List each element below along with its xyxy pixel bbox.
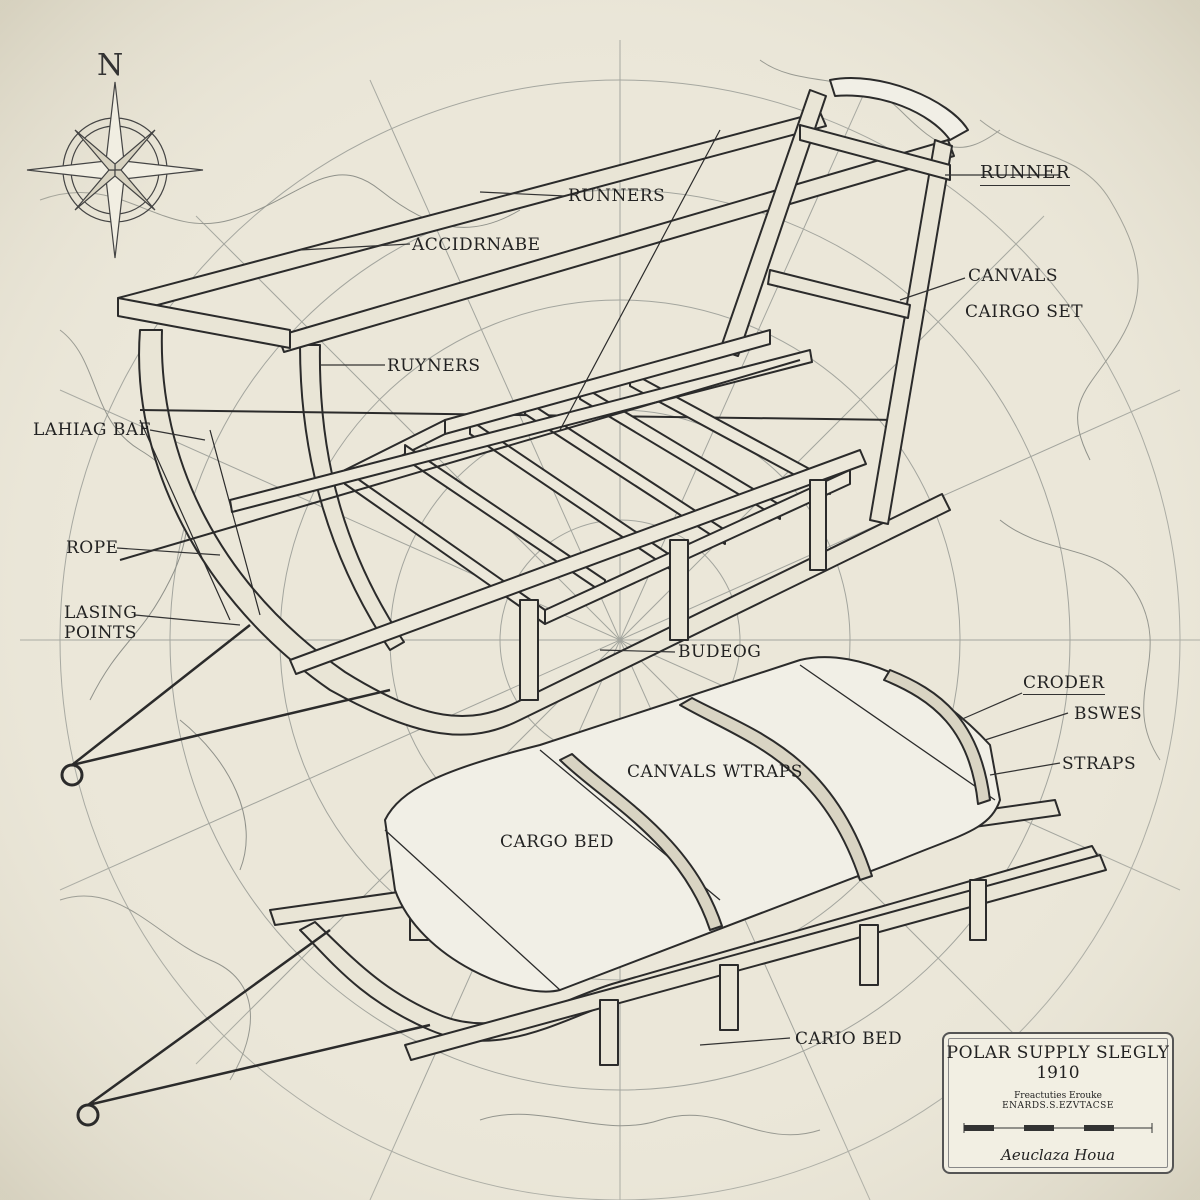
title-cartouche: POLAR SUPPLY SLEGLY 1910 Freactuties Ero… <box>942 1032 1174 1174</box>
label-runners-top: RUNNERS <box>568 186 666 206</box>
cartouche-signature: Aeuclaza Houa <box>1001 1146 1115 1164</box>
label-lashing-bar: LAHIAG BAF <box>33 420 151 440</box>
lower-sledge <box>76 656 1107 1127</box>
label-budeog: BUDEOG <box>678 642 762 662</box>
cartouche-subtitle-1: Freactuties Erouke <box>1014 1090 1102 1101</box>
upper-sledge <box>60 77 969 787</box>
label-runner-right: RUNNER <box>980 162 1070 186</box>
compass-rose-icon <box>26 81 204 259</box>
scale-bar-icon <box>963 1123 1153 1133</box>
label-bswes: BSWES <box>1074 704 1143 724</box>
label-cargo-bed: CARGO BED <box>500 832 615 852</box>
label-accidrnabe: ACCIDRNABE <box>412 235 541 255</box>
compass-north-label: N <box>97 48 124 83</box>
cartouche-title: POLAR SUPPLY SLEGLY <box>946 1043 1170 1063</box>
label-cario-bed: CARIO BED <box>795 1029 903 1049</box>
cartouche-year: 1910 <box>1036 1062 1080 1083</box>
cartouche-subtitle-2: ENARDS.S.EZVTACSE <box>1002 1100 1114 1111</box>
label-straps: STRAPS <box>1062 754 1137 774</box>
label-ruyners: RUYNERS <box>387 356 481 376</box>
label-lasing-points: LASING POINTS <box>64 603 138 644</box>
label-cargo-set: CAIRGO SET <box>965 302 1084 322</box>
label-rope: ROPE <box>66 538 119 558</box>
label-croder: CRODER <box>1023 673 1105 696</box>
label-canvals-wtraps: CANVALS WTRAPS <box>627 762 803 782</box>
leader-lines <box>116 174 1069 1046</box>
label-canvals: CANVALS <box>968 266 1058 286</box>
